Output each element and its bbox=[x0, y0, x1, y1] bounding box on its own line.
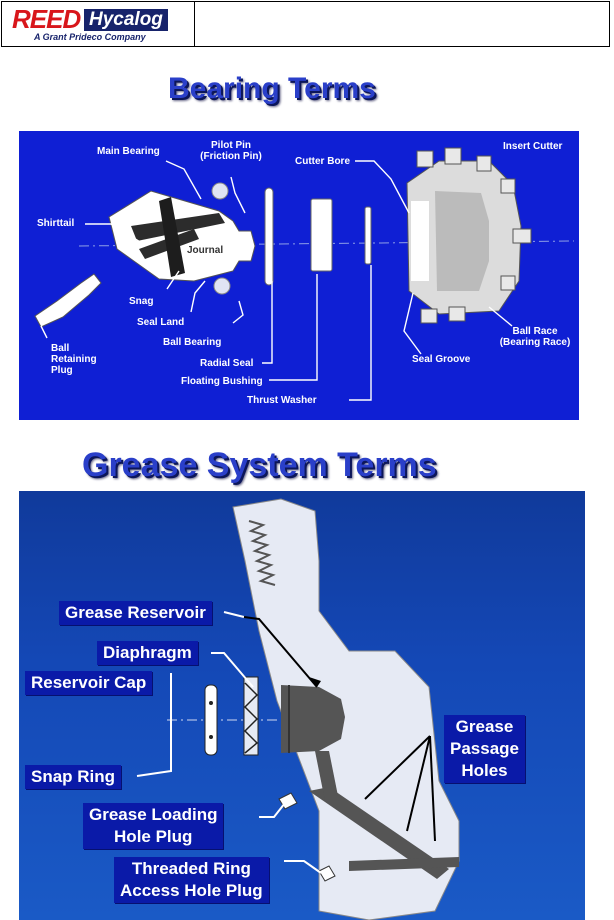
grease-system-terms-title: Grease System Terms bbox=[82, 446, 437, 484]
label-grease-loading-hole-plug: Grease Loading Hole Plug bbox=[83, 803, 224, 849]
threaded-ring-plug-shape bbox=[318, 865, 336, 882]
label-floating-bushing: Floating Bushing bbox=[181, 376, 263, 387]
logo-reed-text: REED bbox=[12, 4, 81, 34]
label-pilot-pin: Pilot Pin (Friction Pin) bbox=[196, 140, 266, 162]
label-journal: Journal bbox=[187, 245, 224, 256]
label-insert-cutter: Insert Cutter bbox=[503, 141, 563, 152]
label-ball-race-line2: (Bearing Race) bbox=[499, 337, 571, 348]
page-header: REED Hycalog A Grant Prideco Company bbox=[1, 1, 610, 47]
ball-bearing-lower bbox=[213, 277, 231, 295]
radial-seal-shape bbox=[264, 187, 274, 286]
reservoir-cap-shape bbox=[204, 684, 218, 756]
label-ball-retaining-plug: Ball Retaining Plug bbox=[51, 343, 97, 376]
label-grease-loading-line2: Hole Plug bbox=[114, 827, 193, 846]
bearing-diagram: Main Bearing Pilot Pin (Friction Pin) Cu… bbox=[19, 131, 579, 420]
label-ball-race-line1: Ball Race bbox=[512, 326, 558, 337]
label-grease-passage-line3: Holes bbox=[461, 761, 508, 780]
label-cutter-bore: Cutter Bore bbox=[295, 156, 351, 167]
grease-passage-holes-shape bbox=[309, 787, 449, 879]
label-snap-ring: Snap Ring bbox=[25, 765, 122, 789]
logo-subtitle: A Grant Prideco Company bbox=[34, 32, 146, 42]
ball-retaining-plug-shape bbox=[34, 273, 102, 328]
label-reservoir-cap: Reservoir Cap bbox=[25, 671, 153, 695]
label-ball-retaining-line3: Plug bbox=[51, 365, 73, 376]
cutter-inserts bbox=[416, 147, 532, 324]
label-grease-passage-line2: Passage bbox=[450, 739, 519, 758]
header-divider bbox=[194, 2, 195, 46]
reed-hycalog-logo: REED Hycalog A Grant Prideco Company bbox=[12, 6, 184, 42]
floating-bushing-shape bbox=[310, 198, 333, 272]
label-pilot-pin-line1: Pilot Pin bbox=[211, 140, 251, 151]
label-grease-passage-line1: Grease bbox=[455, 717, 514, 736]
label-thrust-washer: Thrust Washer bbox=[247, 395, 317, 406]
grease-diagram-graphic bbox=[136, 498, 460, 920]
main-bearing-band bbox=[131, 213, 225, 241]
label-grease-loading-line1: Grease Loading bbox=[89, 805, 218, 824]
label-ball-bearing: Ball Bearing bbox=[163, 337, 222, 348]
label-pilot-pin-line2: (Friction Pin) bbox=[200, 151, 262, 162]
grease-reservoir-shape bbox=[281, 685, 345, 753]
logo-hycalog-text: Hycalog bbox=[84, 9, 168, 31]
label-threaded-ring-line2: Access Hole Plug bbox=[120, 881, 263, 900]
label-shirttail: Shirttail bbox=[37, 218, 75, 229]
label-main-bearing: Main Bearing bbox=[97, 146, 160, 157]
label-threaded-ring-line1: Threaded Ring bbox=[131, 859, 251, 878]
bearing-terms-title: Bearing Terms bbox=[168, 72, 376, 105]
ball-bearing-upper bbox=[211, 182, 229, 200]
grease-system-diagram: Grease Reservoir Diaphragm Reservoir Cap… bbox=[19, 491, 585, 920]
bearing-diagram-graphic bbox=[34, 147, 575, 401]
label-grease-reservoir: Grease Reservoir bbox=[59, 601, 212, 625]
label-seal-land: Seal Land bbox=[137, 317, 185, 328]
label-seal-groove: Seal Groove bbox=[412, 354, 471, 365]
label-threaded-ring-access-hole-plug: Threaded Ring Access Hole Plug bbox=[114, 857, 269, 903]
label-ball-race: Ball Race (Bearing Race) bbox=[495, 326, 575, 348]
thrust-washer-shape bbox=[364, 206, 372, 265]
label-diaphragm: Diaphragm bbox=[97, 641, 198, 665]
label-grease-passage-holes: Grease Passage Holes bbox=[444, 715, 525, 783]
label-snag: Snag bbox=[129, 296, 154, 307]
bit-leg-body bbox=[232, 498, 460, 920]
label-radial-seal: Radial Seal bbox=[200, 358, 254, 369]
label-ball-retaining-line2: Retaining bbox=[51, 354, 97, 365]
label-ball-retaining-line1: Ball bbox=[51, 343, 70, 354]
